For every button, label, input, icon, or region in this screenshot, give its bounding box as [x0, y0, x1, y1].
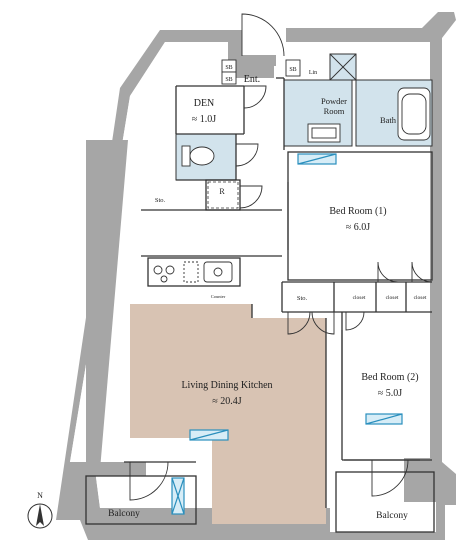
bath-label: Bath — [380, 115, 397, 125]
powder-room-label: Powder — [321, 96, 347, 106]
storage-mid-label: Sto. — [297, 295, 308, 302]
bedroom-2-label: Bed Room (2) — [361, 372, 418, 383]
bedroom-1-label: Bed Room (1) — [329, 206, 386, 217]
sliding-doors — [124, 182, 420, 463]
wall-center-block — [232, 66, 274, 78]
fixtures — [153, 53, 431, 283]
closet-label-3: closet — [414, 295, 427, 301]
interior-walls — [85, 77, 435, 533]
balcony-right-label: Balcony — [376, 511, 408, 521]
ldk-floor — [130, 304, 326, 524]
compass-north-label: N — [37, 491, 43, 500]
den-label: DEN — [194, 98, 215, 109]
ldk-size-label: ≈ 20.4J — [212, 396, 241, 407]
wall-pillar-left — [86, 462, 146, 476]
linen-label: Lin — [309, 70, 317, 76]
north-compass: N — [27, 491, 53, 529]
closet-label-1: closet — [353, 295, 366, 301]
bedroom-1-size-label: ≈ 6.0J — [346, 222, 370, 233]
entrance-label: Ent. — [244, 74, 260, 85]
closet-label-2: closet — [386, 295, 399, 301]
den-size-label: ≈ 1.0J — [192, 114, 216, 125]
compass-arrow-icon — [36, 504, 44, 526]
refrigerator-space — [207, 181, 239, 209]
shoebox-label-3: SB — [289, 67, 296, 73]
shoebox-label-1: SB — [225, 65, 232, 71]
door-swings — [129, 13, 433, 501]
bedroom-2-size-label: ≈ 5.0J — [378, 388, 402, 399]
refrigerator-label: R — [219, 187, 225, 196]
outer-wall — [56, 12, 456, 540]
balcony-left-label: Balcony — [108, 509, 140, 519]
counter-label: Counter — [211, 294, 226, 299]
powder-room-label-line2: Room — [324, 106, 345, 116]
ldk-label: Living Dining Kitchen — [181, 380, 272, 391]
window-marks — [171, 153, 403, 515]
storage-left-label: Sto. — [155, 197, 166, 204]
shoebox-label-2: SB — [225, 77, 232, 83]
